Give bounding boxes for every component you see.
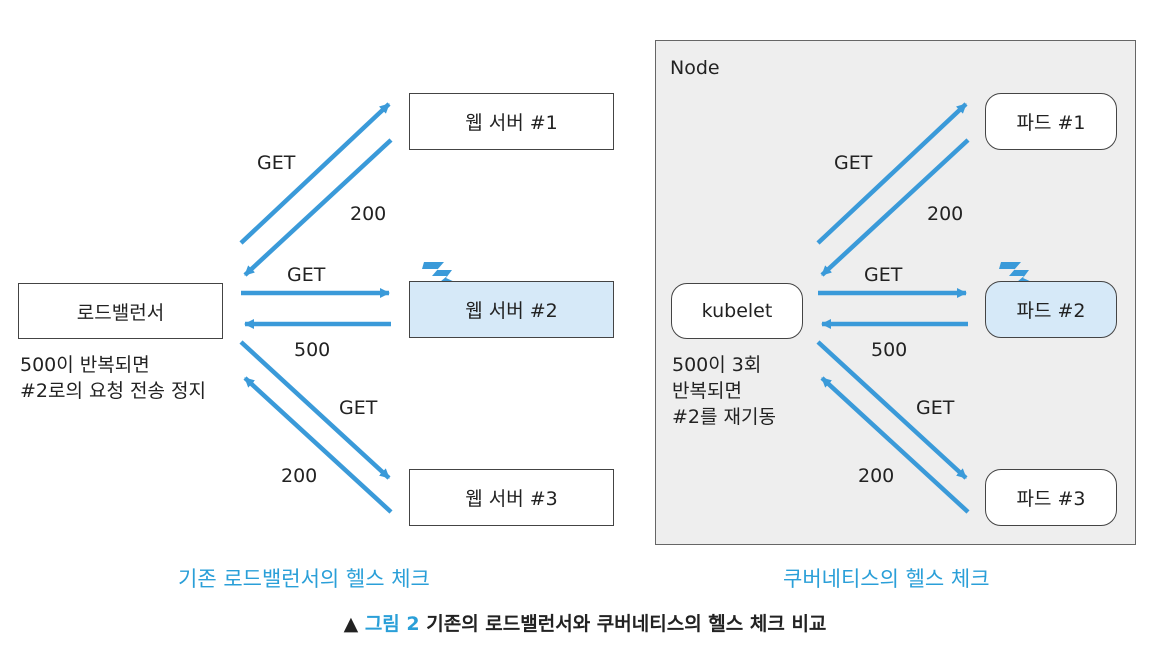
load-balancer-box: 로드밸런서 xyxy=(18,283,223,339)
caption-text: 기존의 로드밸런서와 쿠버네티스의 헬스 체크 비교 xyxy=(426,613,827,635)
web-server-1-label: 웹 서버 #1 xyxy=(465,112,558,134)
label-get-3: GET xyxy=(339,397,378,419)
right-note-line-2: 반복되면 xyxy=(672,380,742,402)
pod-1-box: 파드 #1 xyxy=(985,93,1117,150)
right-note: 500이 3회 반복되면 #2를 재기동 xyxy=(672,352,776,430)
label-200-pod-1: 200 xyxy=(927,203,964,225)
label-get-2: GET xyxy=(287,264,326,286)
left-note: 500이 반복되면 #2로의 요청 전송 정지 xyxy=(20,352,206,404)
node-label: Node xyxy=(670,57,720,79)
lightning-icon xyxy=(422,262,468,288)
label-200-pod-3: 200 xyxy=(858,465,895,487)
right-section-title: 쿠버네티스의 헬스 체크 xyxy=(783,567,990,591)
label-get-pod-2: GET xyxy=(864,264,903,286)
lightning-icon xyxy=(999,262,1045,288)
arrow-200-server1 xyxy=(243,138,393,277)
label-200-3: 200 xyxy=(281,465,318,487)
pod-1-label: 파드 #1 xyxy=(1016,112,1086,134)
arrow-200-server3 xyxy=(243,376,393,514)
figure-caption: ▲ 그림 2 기존의 로드밸런서와 쿠버네티스의 헬스 체크 비교 xyxy=(0,609,1170,636)
right-note-line-3: #2를 재기동 xyxy=(672,406,776,428)
arrow-200-pod1 xyxy=(820,138,970,277)
label-get-pod-3: GET xyxy=(916,397,955,419)
arrow-get-server3 xyxy=(239,340,391,480)
caption-marker: ▲ xyxy=(343,613,359,635)
right-note-line-1: 500이 3회 xyxy=(672,354,762,376)
arrow-get-pod3 xyxy=(816,340,968,480)
pod-2-label: 파드 #2 xyxy=(1016,300,1086,322)
label-get-pod-1: GET xyxy=(834,152,873,174)
kubelet-label: kubelet xyxy=(701,300,773,322)
kubelet-box: kubelet xyxy=(671,283,803,339)
left-section-title: 기존 로드밸런서의 헬스 체크 xyxy=(178,567,430,591)
load-balancer-label: 로드밸런서 xyxy=(76,301,165,324)
web-server-2-label: 웹 서버 #2 xyxy=(465,300,558,322)
arrow-get-server1 xyxy=(239,102,391,245)
arrow-200-pod3 xyxy=(820,376,970,514)
web-server-2-box: 웹 서버 #2 xyxy=(409,281,614,338)
arrow-get-pod1 xyxy=(816,102,968,245)
label-500-pod-2: 500 xyxy=(871,339,908,361)
left-note-line-2: #2로의 요청 전송 정지 xyxy=(20,380,206,402)
label-get-1: GET xyxy=(257,152,296,174)
label-500-2: 500 xyxy=(294,339,331,361)
left-note-line-1: 500이 반복되면 xyxy=(20,354,150,376)
web-server-3-box: 웹 서버 #3 xyxy=(409,469,614,526)
web-server-3-label: 웹 서버 #3 xyxy=(465,488,558,510)
web-server-1-box: 웹 서버 #1 xyxy=(409,93,614,150)
caption-figure-number: 그림 2 xyxy=(364,613,420,635)
pod-3-box: 파드 #3 xyxy=(985,469,1117,526)
label-200-1: 200 xyxy=(350,203,387,225)
pod-3-label: 파드 #3 xyxy=(1016,488,1086,510)
pod-2-box: 파드 #2 xyxy=(985,281,1117,338)
